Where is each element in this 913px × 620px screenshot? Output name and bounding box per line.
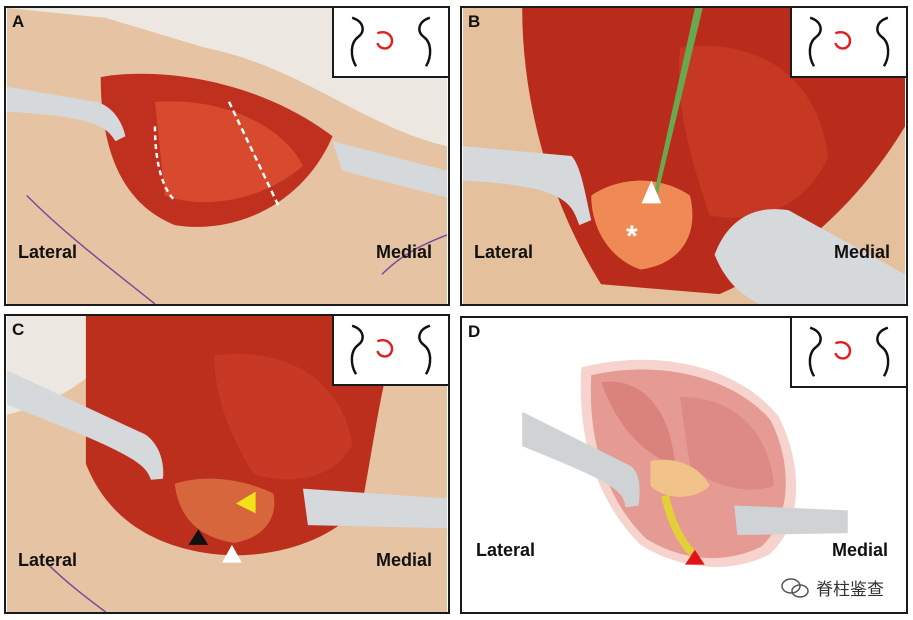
medial-label: Medial <box>375 242 432 262</box>
lateral-label: Lateral <box>476 540 536 560</box>
panel-letter: C <box>12 320 25 339</box>
lateral-label: Lateral <box>18 242 78 262</box>
neck-schematic-icon <box>808 16 890 67</box>
orientation-inset <box>332 8 448 78</box>
orientation-inset <box>790 318 906 388</box>
watermark: 脊柱鉴查 <box>780 575 884 600</box>
orientation-inset <box>332 316 448 386</box>
watermark-text: 脊柱鉴查 <box>816 580 884 599</box>
panel-a: A Lateral Medial <box>4 6 450 306</box>
panel-d: D Lateral Medial 脊柱鉴查 <box>460 316 908 614</box>
lateral-label: Lateral <box>18 550 78 570</box>
neck-schematic-icon <box>350 324 432 375</box>
panel-letter: B <box>468 12 481 31</box>
neck-schematic-icon <box>808 326 890 377</box>
wechat-icon <box>781 577 809 598</box>
lateral-label: Lateral <box>474 242 534 262</box>
panel-letter: D <box>468 322 481 341</box>
neck-schematic-icon <box>350 16 432 67</box>
asterisk-marker: * <box>626 220 638 253</box>
medial-label: Medial <box>375 550 432 570</box>
panel-c: C Lateral Medial <box>4 314 450 614</box>
orientation-inset <box>790 8 906 78</box>
medial-label: Medial <box>831 540 888 560</box>
medial-label: Medial <box>833 242 890 262</box>
panel-b: B * Lateral Medial <box>460 6 908 306</box>
panel-letter: A <box>12 12 25 31</box>
surgical-illustration-d <box>522 359 848 567</box>
